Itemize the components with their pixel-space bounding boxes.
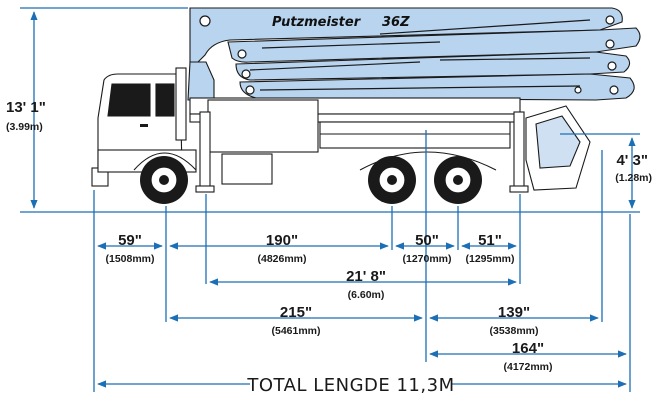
height-rear-dimension: 4' 3" (1.28m)	[560, 133, 652, 209]
tandem-to-end-dimension: 164" (4172mm)	[429, 340, 627, 373]
boom-hydraulic-cylinders	[249, 19, 591, 91]
tandem-to-rear-outrigger-value: 139"	[498, 304, 530, 321]
total-length-dimension: TOTAL LENGDE 11,3M	[97, 375, 627, 396]
boom-turret	[187, 61, 215, 101]
cab-door-handle	[140, 124, 148, 127]
battery-box	[221, 153, 273, 185]
height-total-metric: (3.99m)	[6, 121, 43, 133]
front-outrigger	[199, 111, 211, 191]
tandem-spacing-value: 50"	[415, 232, 439, 249]
front-to-tandem-metric: (5461mm)	[271, 325, 320, 337]
exhaust-stack	[175, 67, 187, 141]
front-overhang-value: 59"	[118, 232, 142, 249]
height-rear-value: 4' 3"	[616, 152, 648, 169]
total-length-label: TOTAL LENGDE 11,3M	[246, 375, 454, 396]
front-fender	[133, 152, 197, 171]
boom-section-1	[189, 7, 623, 63]
rear-fender	[359, 151, 497, 171]
rear-wheel-1	[368, 156, 416, 204]
front-wheel	[140, 156, 188, 204]
outrigger-span-value: 21' 8"	[346, 268, 386, 285]
rear-outrigger	[513, 111, 525, 191]
tandem-to-end-value: 164"	[512, 340, 544, 357]
tandem-spacing-metric: (1270mm)	[402, 253, 451, 265]
wheelbase-front-value: 190"	[266, 232, 298, 249]
boom-section-4	[239, 73, 635, 101]
extension-lines	[93, 130, 631, 392]
side-panel	[319, 121, 511, 149]
rear-wheel-2	[434, 156, 482, 204]
cab-window-rear	[155, 83, 175, 117]
equipment-box	[207, 99, 319, 153]
tandem-spacing-dimension: 50" (1270mm)	[395, 232, 455, 265]
rear-axle-to-end-metric: (1295mm)	[465, 253, 514, 265]
hopper-grate	[535, 115, 581, 169]
rear-axle-to-end-value: 51"	[478, 232, 502, 249]
height-rear-metric: (1.28m)	[615, 172, 652, 184]
boom-brand-text: Putzmeister	[272, 15, 362, 30]
rear-axle-to-end-dimension: 51" (1295mm)	[461, 232, 517, 265]
boom-pivot-pins	[199, 15, 619, 95]
outrigger-span-metric: (6.60m)	[348, 289, 385, 301]
truck	[91, 67, 591, 204]
height-total-value: 13' 1"	[6, 99, 46, 116]
front-overhang-metric: (1508mm)	[105, 253, 154, 265]
boom-model-text: 36Z	[382, 15, 410, 30]
front-to-tandem-dimension: 215" (5461mm)	[169, 304, 423, 337]
height-total-dimension: 13' 1" (3.99m)	[6, 7, 188, 209]
wheelbase-front-metric: (4826mm)	[257, 253, 306, 265]
cab-window	[107, 83, 151, 117]
front-overhang-dimension: 59" (1508mm)	[97, 232, 163, 265]
front-to-tandem-value: 215"	[280, 304, 312, 321]
tandem-to-rear-outrigger-dimension: 139" (3538mm)	[429, 304, 599, 337]
wheelbase-front-dimension: 190" (4826mm)	[169, 232, 389, 265]
tandem-to-rear-outrigger-metric: (3538mm)	[489, 325, 538, 337]
tandem-to-end-metric: (4172mm)	[503, 361, 552, 373]
outrigger-span-dimension: 21' 8" (6.60m)	[209, 268, 517, 301]
concrete-pump-boom: Putzmeister 36Z	[187, 7, 641, 101]
